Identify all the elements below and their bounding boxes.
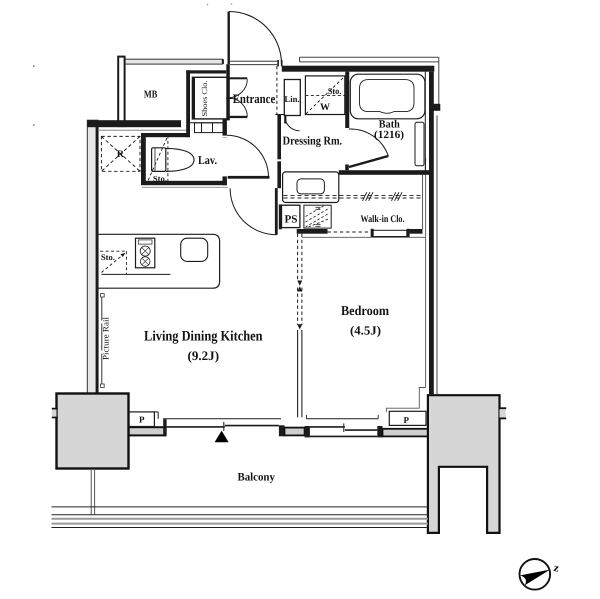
svg-text:Lav.: Lav.	[198, 153, 217, 167]
svg-text:Living Dining Kitchen: Living Dining Kitchen	[144, 329, 263, 345]
svg-text:R: R	[117, 149, 125, 160]
svg-text:W: W	[320, 102, 330, 113]
svg-text:Lin.: Lin.	[285, 94, 300, 104]
svg-text:Sto.: Sto.	[101, 252, 115, 262]
svg-text:(1216): (1216)	[374, 129, 404, 141]
svg-text:Walk-in Clo.: Walk-in Clo.	[361, 214, 405, 225]
svg-text:MB: MB	[144, 89, 158, 100]
svg-text:(4.5J): (4.5J)	[350, 324, 381, 338]
svg-text:z: z	[552, 562, 560, 575]
svg-text:Bedroom: Bedroom	[341, 303, 390, 318]
svg-text:Bath: Bath	[379, 119, 400, 131]
svg-text:P: P	[139, 415, 145, 425]
svg-text:Sto.: Sto.	[328, 86, 342, 96]
svg-text:Balcony: Balcony	[237, 472, 275, 484]
svg-text:Entrance: Entrance	[233, 91, 276, 106]
svg-text:Sto.: Sto.	[153, 174, 167, 184]
svg-text:PS: PS	[285, 213, 298, 225]
svg-text:P: P	[404, 415, 410, 425]
svg-text:Dressing Rm.: Dressing Rm.	[283, 133, 343, 147]
svg-text:Picture Rail: Picture Rail	[102, 316, 111, 360]
svg-text:(9.2J): (9.2J)	[188, 348, 220, 363]
svg-text:Shoes Clo.: Shoes Clo.	[200, 80, 209, 116]
